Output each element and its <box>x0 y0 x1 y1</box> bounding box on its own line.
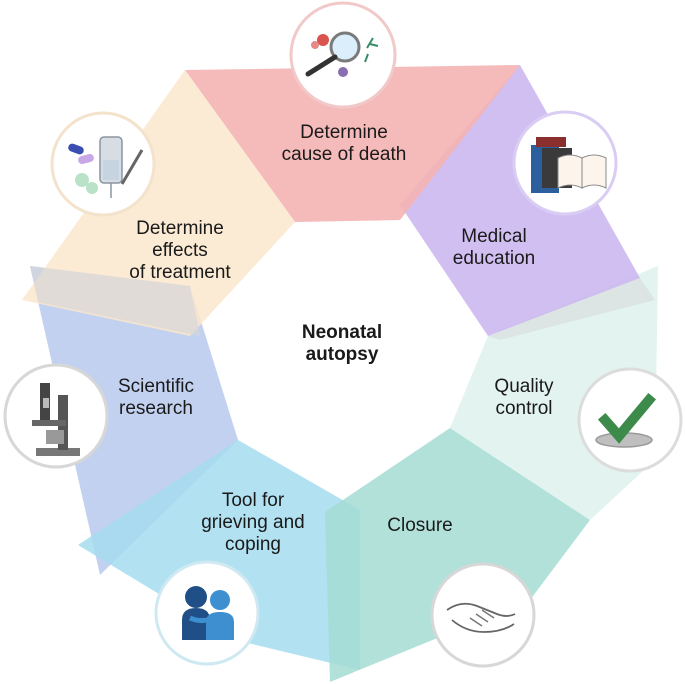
overlap-shade <box>30 266 200 336</box>
segment-medical-education <box>400 65 640 336</box>
label-line: of treatment <box>129 262 231 283</box>
label-line: grieving and <box>201 512 305 533</box>
center-label: Neonatal autopsy <box>242 322 442 366</box>
label-line: cause of death <box>281 144 407 165</box>
label-line: coping <box>225 534 281 555</box>
hug-icon <box>154 560 260 666</box>
segment-cause-of-death <box>185 65 520 222</box>
label-line: Determine <box>300 122 388 143</box>
label-line: effects <box>152 240 208 261</box>
label-line: Closure <box>387 515 453 536</box>
segment-grieving <box>78 440 360 670</box>
label-line: Quality <box>494 376 554 397</box>
medication-icon <box>50 111 156 217</box>
checkmark-icon <box>577 367 683 473</box>
handshake-icon <box>430 562 536 668</box>
center-line: Neonatal <box>301 322 383 343</box>
microscope-icon <box>3 363 109 469</box>
label-line: Determine <box>136 218 224 239</box>
segment-effects-of-treatment <box>22 70 295 336</box>
segment-scientific-research <box>30 266 238 575</box>
label-line: Scientific <box>117 376 195 397</box>
label-line: education <box>452 248 536 269</box>
center-line: autopsy <box>305 344 379 365</box>
overlap-shade <box>488 278 655 340</box>
label-line: research <box>119 398 193 419</box>
label-line: Medical <box>461 226 527 247</box>
magnifier-cells-icon <box>289 1 397 109</box>
label-line: control <box>495 398 553 419</box>
books-icon <box>512 110 618 216</box>
label-closure: Closure <box>360 515 480 537</box>
segment-closure <box>325 428 590 682</box>
label-line: Tool for <box>221 490 285 511</box>
